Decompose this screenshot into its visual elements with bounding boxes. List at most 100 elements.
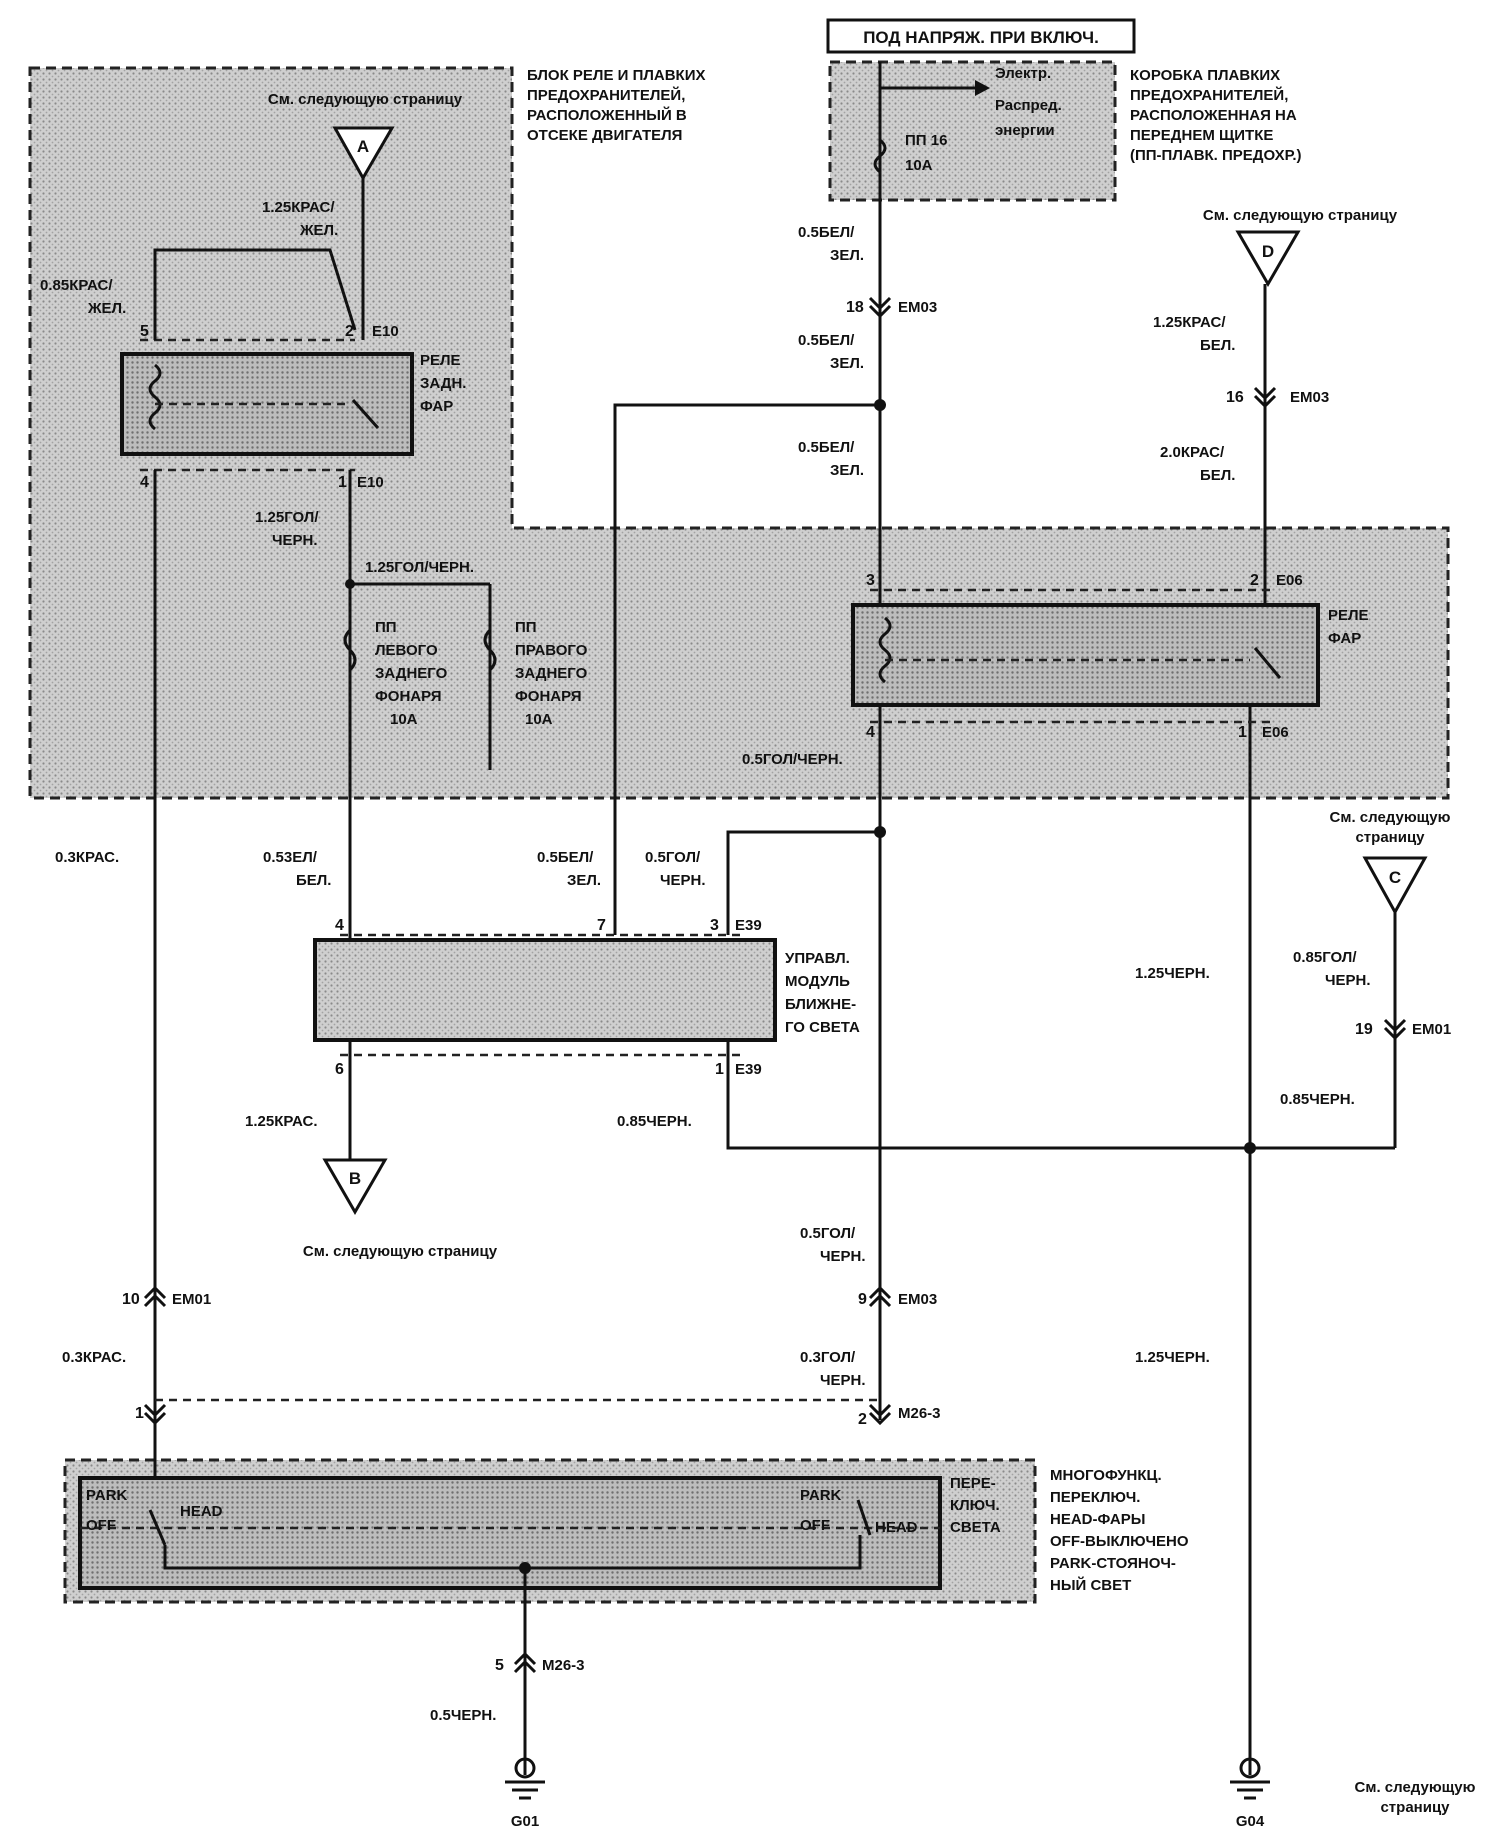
wire-label: 1.25КРАС/ xyxy=(262,199,335,216)
pin-number: 1 xyxy=(338,474,347,491)
see-next-label: См. следующую страницу xyxy=(268,91,463,108)
pin-number: 4 xyxy=(866,724,875,741)
power-header-box xyxy=(826,18,1136,54)
see-next-label: страницу xyxy=(1380,1799,1450,1816)
ref-a: См. следующую страницу A xyxy=(268,91,463,182)
ground-label: G04 xyxy=(1236,1813,1265,1830)
wire-label: ЧЕРН. xyxy=(1325,972,1371,989)
wire-label: ЗЕЛ. xyxy=(567,872,601,889)
wire-label: 1.25ЧЕРН. xyxy=(1135,1349,1210,1366)
relay-coil-icon xyxy=(878,616,892,684)
connector-id: EM03 xyxy=(898,299,937,316)
wire-label: 1.25ГОЛ/ xyxy=(255,509,319,526)
pin-number: 16 xyxy=(1226,389,1244,406)
caption-line: PARK-СТОЯНОЧ- xyxy=(1050,1555,1176,1572)
wire-label: ЧЕРН. xyxy=(820,1248,866,1265)
connector-em03-9: 9 EM03 xyxy=(858,1285,937,1308)
caption-line: ПРЕДОХРАНИТЕЛЕЙ, xyxy=(527,86,685,104)
tail-relay-label: ЗАДН. xyxy=(420,375,466,392)
ref-d: См. следующую страницу D xyxy=(1203,207,1398,288)
fuse-label: 10A xyxy=(390,711,418,728)
wire-label: 1.25КРАС/ xyxy=(1153,314,1226,331)
wire-label: ЧЕРН. xyxy=(660,872,706,889)
power-header-text: ПОД НАПРЯЖ. ПРИ ВКЛЮЧ. xyxy=(863,28,1099,47)
ground-g04-icon: G04 xyxy=(1230,1757,1270,1830)
wire-label: ЧЕРН. xyxy=(272,532,318,549)
pin-number: 18 xyxy=(846,299,864,316)
pin-number: 7 xyxy=(597,917,606,934)
fuse-label: 10A xyxy=(525,711,553,728)
fuse-icon xyxy=(873,138,887,174)
module-label: БЛИЖНЕ- xyxy=(785,996,856,1013)
pin-number: 6 xyxy=(335,1061,344,1078)
fuse-label: ФОНАРЯ xyxy=(515,688,582,705)
connector-id: E06 xyxy=(1262,724,1289,741)
connector-id: E10 xyxy=(357,474,384,491)
switch-contact-icon xyxy=(148,1509,167,1546)
switch-off-label: OFF xyxy=(800,1517,830,1534)
wire-label: 0.5БЕЛ/ xyxy=(537,849,594,866)
pin-number: 10 xyxy=(122,1291,140,1308)
switch-head-label: HEAD xyxy=(180,1503,223,1520)
wire-label: ЧЕРН. xyxy=(820,1372,866,1389)
connector-id: E39 xyxy=(735,1061,762,1078)
ref-c: См. следующую страницу C xyxy=(1330,809,1451,916)
wire-label: 0.5ГОЛ/ xyxy=(800,1225,856,1242)
ref-letter: A xyxy=(357,137,369,156)
pin-number: 19 xyxy=(1355,1021,1373,1038)
arrow-icon xyxy=(975,80,990,96)
relay-coil-icon xyxy=(148,363,162,431)
ground-label: G01 xyxy=(511,1813,539,1830)
wire-label: 2.0КРАС/ xyxy=(1160,444,1225,461)
pin-number: 2 xyxy=(858,1411,867,1428)
wire-label: 0.85ГОЛ/ xyxy=(1293,949,1357,966)
light-switch-box xyxy=(78,1476,942,1590)
fuse-left-caption: ПП ЛЕВОГО ЗАДНЕГО ФОНАРЯ 10A xyxy=(375,619,448,728)
connector-id: EM03 xyxy=(1290,389,1329,406)
ref-letter: B xyxy=(349,1169,361,1188)
wire-label: 0.5ЧЕРН. xyxy=(430,1707,496,1724)
wire-label: 0.5БЕЛ/ xyxy=(798,439,855,456)
wire-label: 0.5БЕЛ/ xyxy=(798,332,855,349)
caption-line: НЫЙ СВЕТ xyxy=(1050,1576,1131,1594)
wire-label: ЗЕЛ. xyxy=(830,247,864,264)
wire-label: 0.53ЕЛ/ xyxy=(263,849,318,866)
wire-label: БЕЛ. xyxy=(1200,337,1235,354)
connector-m26-1: 1 xyxy=(135,1403,167,1426)
engine-block-caption: БЛОК РЕЛЕ И ПЛАВКИХ ПРЕДОХРАНИТЕЛЕЙ, РАС… xyxy=(527,67,706,144)
fuse-label: ПРАВОГО xyxy=(515,642,588,659)
multi-switch-caption: МНОГОФУНКЦ. ПЕРЕКЛЮЧ. HEAD-ФАРЫ OFF-ВЫКЛ… xyxy=(1050,1467,1189,1594)
caption-line: ПЕРЕДНЕМ ЩИТКЕ xyxy=(1130,127,1273,144)
caption-line: ПЕРЕКЛЮЧ. xyxy=(1050,1489,1140,1506)
switch-park-label: PARK xyxy=(86,1487,128,1504)
fuse-label: ЛЕВОГО xyxy=(375,642,438,659)
connector-id: EM03 xyxy=(898,1291,937,1308)
power-dist-label: энергии xyxy=(995,122,1055,139)
caption-line: РАСПОЛОЖЕННАЯ НА xyxy=(1130,107,1297,124)
tail-relay-label: РЕЛЕ xyxy=(420,352,461,369)
connector-em03-16: 16 EM03 xyxy=(1226,386,1329,409)
pin-number: 3 xyxy=(710,917,719,934)
caption-line: БЛОК РЕЛЕ И ПЛАВКИХ xyxy=(527,67,706,84)
pin-number: 2 xyxy=(345,323,354,340)
ref-letter: C xyxy=(1389,868,1401,887)
caption-line: ПРЕДОХРАНИТЕЛЕЙ, xyxy=(1130,86,1288,104)
tail-relay-label: ФАР xyxy=(420,398,453,415)
ref-bottom-right: См. следующую страницу xyxy=(1355,1779,1476,1816)
fuse-icon xyxy=(343,628,357,672)
connector-id: M26-3 xyxy=(542,1657,585,1674)
ground-g01-icon: G01 xyxy=(505,1757,545,1830)
module-label: УПРАВЛ. xyxy=(785,950,850,967)
light-switch-label: СВЕТА xyxy=(950,1519,1001,1536)
head-relay-label: РЕЛЕ xyxy=(1328,607,1369,624)
dash-fuse-box-caption: КОРОБКА ПЛАВКИХ ПРЕДОХРАНИТЕЛЕЙ, РАСПОЛО… xyxy=(1130,67,1302,164)
caption-line: МНОГОФУНКЦ. xyxy=(1050,1467,1162,1484)
fuse-label: ПП xyxy=(375,619,397,636)
pin-number: 4 xyxy=(140,474,149,491)
wire-label: 0.3КРАС. xyxy=(62,1349,126,1366)
caption-line: OFF-ВЫКЛЮЧЕНО xyxy=(1050,1533,1189,1550)
connector-id: E06 xyxy=(1276,572,1303,589)
pin-number: 1 xyxy=(1238,724,1247,741)
connector-id: E10 xyxy=(372,323,399,340)
connector-id: E39 xyxy=(735,917,762,934)
